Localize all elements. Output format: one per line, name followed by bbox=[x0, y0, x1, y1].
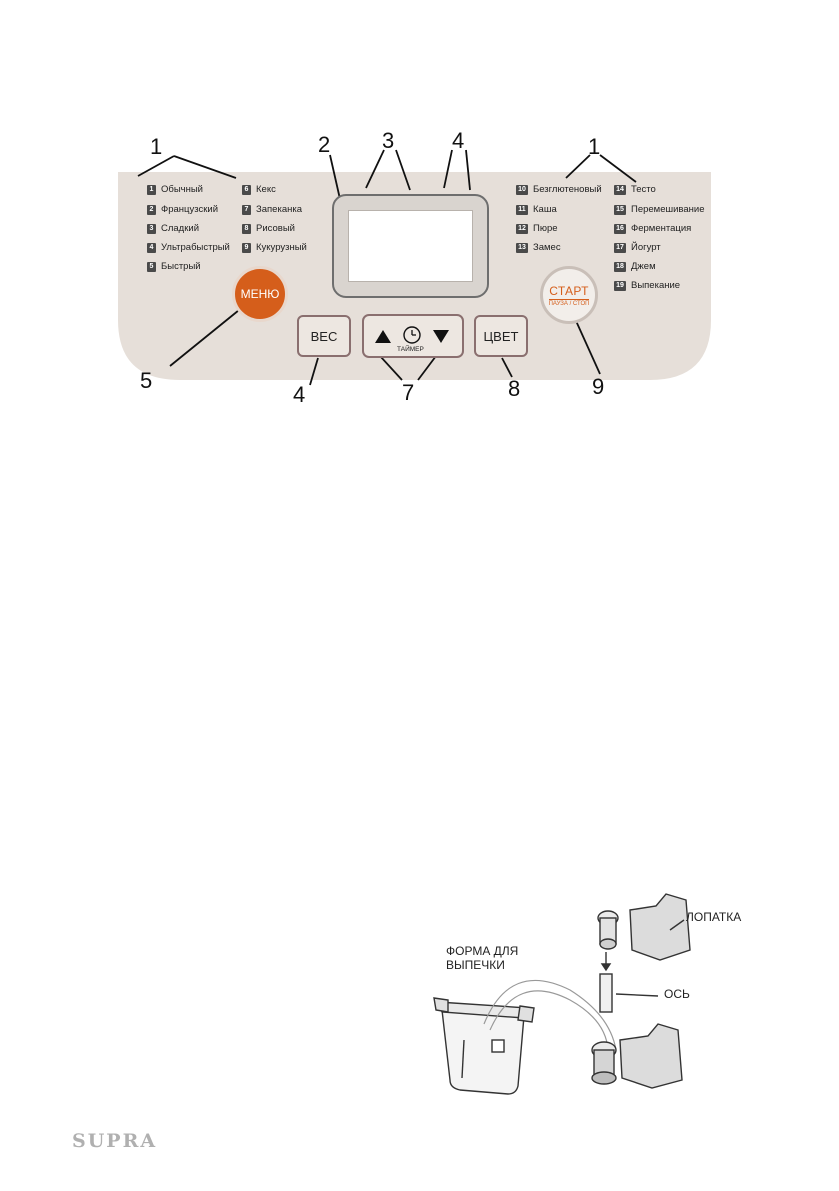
lcd-display bbox=[332, 194, 489, 298]
callout-2: 2 bbox=[318, 132, 331, 157]
pan-handle-right bbox=[517, 1005, 535, 1023]
clock-icon bbox=[403, 326, 421, 344]
callout-8: 8 bbox=[508, 376, 521, 401]
lcd-screen bbox=[348, 210, 473, 282]
callout-3: 3 bbox=[382, 128, 395, 153]
baking-pan bbox=[441, 1009, 525, 1095]
pause-stop-label: ПАУЗА / СТОП bbox=[548, 298, 590, 307]
callout-9: 9 bbox=[592, 374, 605, 399]
callout-4-bottom: 4 bbox=[293, 382, 306, 407]
brand-logo: SUPRA bbox=[72, 1130, 158, 1152]
start-label: СТАРТ bbox=[549, 283, 589, 298]
paddle-label: ЛОПАТКА bbox=[686, 910, 742, 924]
timer-down-button[interactable] bbox=[428, 318, 458, 354]
timer-label: ТАЙМЕР bbox=[397, 346, 424, 353]
callout-5: 5 bbox=[140, 368, 153, 393]
paddle-bottom bbox=[619, 1023, 683, 1089]
color-button[interactable]: ЦВЕТ bbox=[474, 315, 528, 357]
timer-down-icon bbox=[433, 330, 449, 343]
axle bbox=[599, 973, 613, 1013]
pan-handle-left bbox=[433, 997, 449, 1013]
callout-1-left: 1 bbox=[150, 134, 163, 159]
callout-7: 7 bbox=[402, 380, 415, 405]
callout-1-right: 1 bbox=[588, 134, 601, 159]
bread-pan-diagram bbox=[433, 893, 691, 1095]
axle-label: ОСЬ bbox=[664, 987, 690, 1001]
timer-up-icon bbox=[375, 330, 391, 343]
zoom-line bbox=[483, 979, 617, 1051]
timer-frame bbox=[362, 314, 464, 358]
paddle-top bbox=[629, 893, 691, 961]
menu-button[interactable]: МЕНЮ bbox=[232, 266, 288, 322]
timer-up-button[interactable] bbox=[366, 318, 396, 354]
callout-4-top: 4 bbox=[452, 128, 465, 153]
baking-pan-label: ФОРМА ДЛЯ ВЫПЕЧКИ bbox=[446, 944, 519, 972]
weight-button[interactable]: ВЕС bbox=[297, 315, 351, 357]
start-button[interactable]: СТАРТ ПАУЗА / СТОП bbox=[540, 266, 598, 324]
